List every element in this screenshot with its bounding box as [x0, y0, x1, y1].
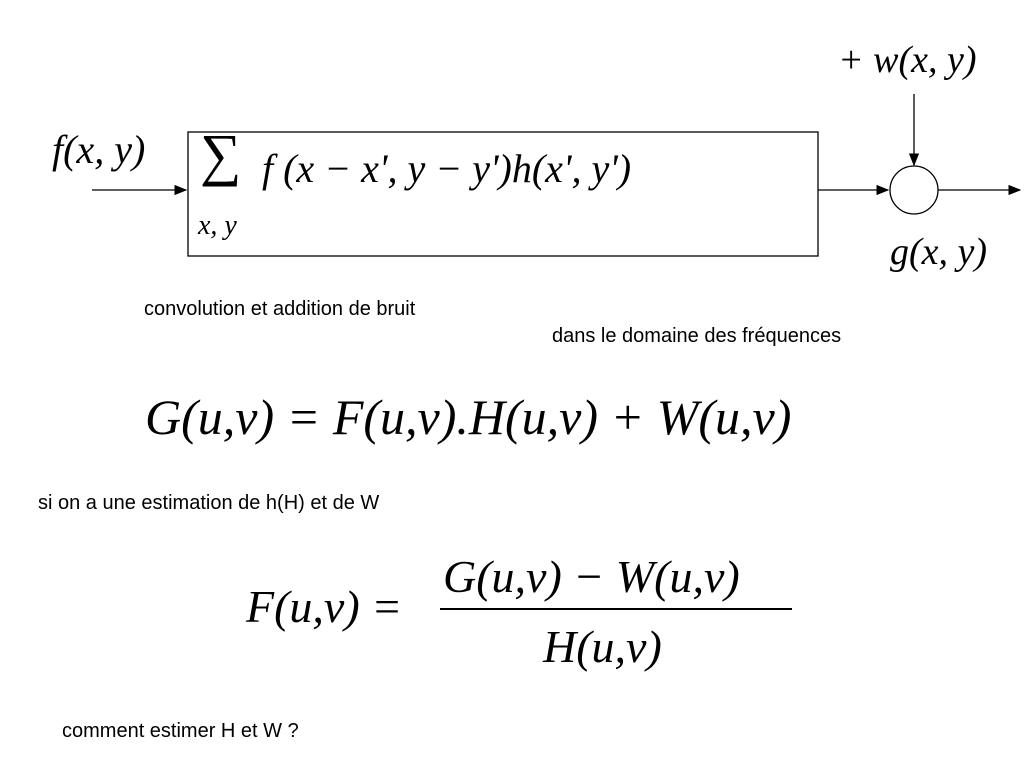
restoration-lhs: F(u,v) = — [246, 581, 403, 632]
caption-convolution: convolution et addition de bruit — [144, 298, 416, 320]
caption-estimation: si on a une estimation de h(H) et de W — [38, 492, 380, 514]
noise-label: + w(x, y) — [838, 39, 977, 81]
sum-symbol: ∑ — [200, 122, 242, 187]
sum-subscript: x, y — [198, 210, 237, 241]
summing-junction — [889, 165, 939, 215]
fraction-bar — [440, 608, 792, 610]
restoration-denominator: H(u,v) — [543, 621, 662, 672]
frequency-model-equation: G(u,v) = F(u,v).H(u,v) + W(u,v) — [145, 389, 792, 445]
output-label: g(x, y) — [890, 231, 988, 273]
input-label: f(x, y) — [52, 127, 146, 172]
caption-frequency-domain: dans le domaine des fréquences — [552, 325, 842, 347]
restoration-numerator: G(u,v) − W(u,v) — [443, 551, 740, 602]
convolution-expression: f (x − x', y − y')h(x', y') — [262, 146, 632, 191]
caption-question: comment estimer H et W ? — [62, 720, 299, 742]
convolution-box — [187, 131, 819, 257]
